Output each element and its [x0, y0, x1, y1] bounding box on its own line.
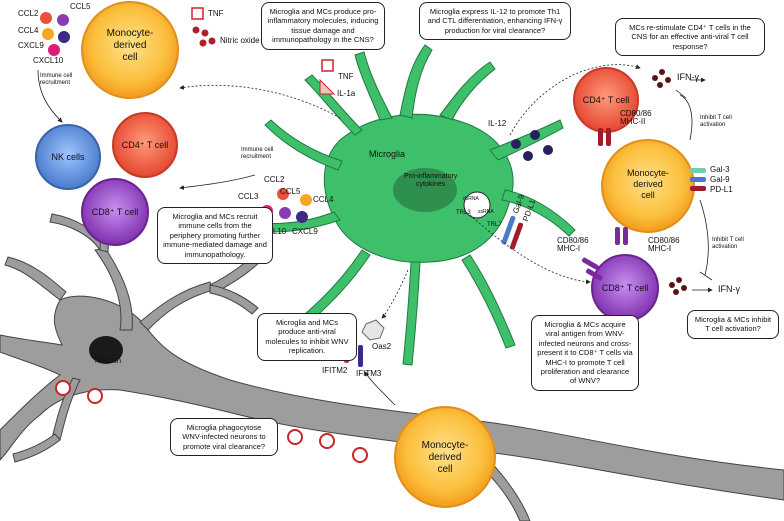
recruit-label-1: Immune cell recruitment	[40, 73, 73, 86]
ifng-label-bottom: IFN-γ	[718, 284, 740, 294]
cxcl9-label-mid: CXCL9	[292, 227, 318, 236]
oas2-label: Oas2	[372, 342, 392, 351]
ifng-label-top: IFN-γ	[677, 72, 699, 82]
cxcl9-label-top: CXCL9	[18, 41, 44, 50]
cd4-right-label: CD4⁺ T cell	[582, 95, 630, 105]
cd80-label-bottom-left: CD80/86 MHC-I	[557, 236, 589, 253]
cd8-left-cell	[81, 178, 149, 246]
nk-label: NK cells	[51, 152, 85, 162]
caption-antiviral: Microglia and MCs produce anti-viral mol…	[257, 313, 357, 361]
microglia-label: Microglia	[369, 149, 406, 159]
ssrna-label: ssRNA	[478, 209, 494, 215]
neuron-nucleus	[89, 336, 123, 364]
cd8-right-label: CD8⁺ T cell	[601, 283, 649, 293]
caption-recruit: Microglia and MCs recruit immune cells f…	[157, 207, 273, 264]
cxcl10-label-top: CXCL10	[33, 56, 64, 65]
oas2-icon	[361, 319, 385, 341]
neuron-label: Neuron	[94, 356, 122, 365]
proinflam-label: Pro-inflammatory cytokines	[404, 173, 458, 188]
cd4-left-cell	[112, 112, 178, 178]
arrows	[37, 64, 713, 406]
caption-crosspresent: Microglia & MCs acquire viral antigen fr…	[531, 315, 639, 391]
inhibit-label-1: Inhibit T cell activation	[700, 115, 732, 128]
gal9-label-right: Gal-9	[710, 175, 730, 184]
nk-cell	[35, 124, 101, 190]
monocyte-top-cell	[81, 1, 179, 99]
il1a-label: IL-1a	[337, 89, 356, 98]
tnf-icon-top	[191, 7, 204, 20]
caption-il12: Microglia express IL-12 to promote Th1 a…	[419, 2, 571, 41]
trl7-label: TRL7	[487, 222, 502, 228]
cd80-label-top: CD80/86 MHC-II	[620, 109, 652, 126]
monocyte-right-label: Monocyte- derived cell	[626, 168, 670, 200]
microglia-nucleus	[393, 168, 457, 212]
virus-particles	[55, 380, 368, 463]
caption-inhibit: Microglia & MCs inhibit T cell activatio…	[687, 310, 779, 339]
monocyte-bottom-cell	[394, 406, 496, 508]
tnf-icon-mid	[321, 59, 334, 72]
nitric-oxide-icon	[192, 26, 216, 47]
ifng-dots-top	[652, 69, 671, 88]
ifng-dots-bottom	[669, 277, 687, 295]
trl3-label: TRL3	[456, 210, 471, 216]
ccl5-label-mid: CCL5	[280, 187, 301, 196]
monocyte-top-label: Monocyte- derived cell	[106, 28, 154, 63]
cd80-label-bottom-right: CD80/86 MHC-I	[648, 236, 680, 253]
ccl4-label-top: CCL4	[18, 26, 39, 35]
pdl1-label-right: PD-L1	[710, 185, 733, 194]
cd8-left-label: CD8⁺ T cell	[91, 207, 139, 217]
il1a-icon	[319, 78, 336, 95]
caption-phagocytose: Microglia phagocytose WNV-infected neuro…	[170, 418, 278, 457]
ccl3-label: CCL3	[238, 192, 259, 201]
ccl2-label-top: CCL2	[18, 9, 39, 18]
tnf-label-mid: TNF	[338, 72, 354, 81]
ifitm2-label: IFITM2	[322, 366, 348, 375]
ccl4-label-mid: CCL4	[313, 195, 334, 204]
ccl2-label-mid: CCL2	[264, 175, 285, 184]
ifitm3-label: IFITM3	[356, 369, 382, 378]
dsrna-label: dsRNA	[463, 196, 479, 202]
chemokine-dots-top	[40, 12, 70, 56]
nitric-oxide-label: Nitric oxide	[220, 36, 260, 45]
recruit-label-2: Immune cell recruitment	[241, 147, 274, 160]
ccl5-label-top: CCL5	[70, 2, 91, 11]
tnf-label-top: TNF	[208, 9, 224, 18]
inhibit-label-2: Inhibit T cell activation	[712, 237, 744, 250]
gal3-label: Gal-3	[710, 165, 730, 174]
il12-dots	[511, 130, 553, 161]
receptors	[501, 128, 706, 281]
cd4-left-label: CD4⁺ T cell	[121, 140, 169, 150]
il12-label: IL-12	[488, 119, 507, 128]
ifitm3-icon	[358, 345, 363, 367]
endosome	[463, 191, 491, 219]
caption-restimulate: MCs re-stimulate CD4⁺ T cells in the CNS…	[615, 18, 765, 57]
caption-proinflammatory: Microglia and MCs produce pro-inflammato…	[261, 2, 385, 50]
microglia-shape	[249, 44, 576, 366]
monocyte-bottom-label: Monocyte- derived cell	[421, 440, 469, 475]
